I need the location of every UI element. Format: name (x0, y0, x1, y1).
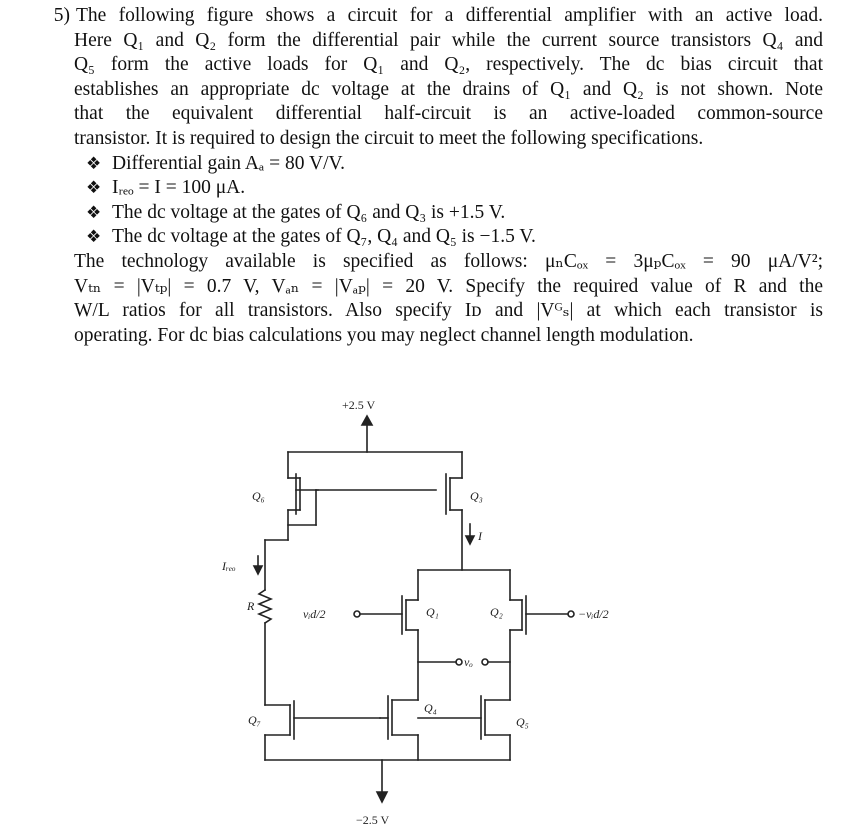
spec-item: ❖ The dc voltage at the gates of Q₆ and Q… (8, 201, 823, 226)
r-label: R (246, 599, 255, 613)
problem-line-2: Here Q₁ and Q₂ form the differential pai… (74, 29, 823, 51)
problem-line-4: establishes an appropriate dc voltage at… (74, 78, 823, 100)
spec-item: ❖ Differential gain Aₐ = 80 V/V. (8, 152, 823, 177)
iref-label: Iᵣₑₒ (221, 559, 236, 573)
problem-line-6: transistor. It is required to design the… (74, 127, 704, 149)
vss-arrow-icon (375, 759, 389, 804)
problem-line-3: Q₅ form the active loads for Q₁ and Q₂, … (74, 54, 823, 76)
tech-line-4: operating. For dc bias calculations you … (74, 324, 694, 346)
vo-label: vₒ (464, 655, 473, 669)
bullet-icon: ❖ (86, 178, 102, 198)
tech-line-2: Vₜₙ = |Vₜₚ| = 0.7 V, Vₐₙ = |Vₐₚ| = 20 V.… (74, 275, 823, 297)
r-resistor (256, 588, 274, 706)
bullet-icon: ❖ (86, 227, 102, 247)
problem-line-5: that the equivalent differential half-ci… (74, 103, 823, 125)
spec-vg-q6-q3: The dc voltage at the gates of Q₆ and Q₃… (112, 201, 506, 223)
q3-label: Q₃ (470, 489, 483, 503)
q4-transistor (379, 695, 419, 761)
q7-label: Q₇ (248, 713, 261, 727)
q1-label: Q₁ (426, 605, 439, 619)
q2-transistor (509, 595, 575, 701)
vdd-arrow-icon (360, 414, 374, 453)
q6-label: Q₆ (252, 489, 265, 503)
problem-text: 5) The following figure shows a circuit … (8, 4, 823, 348)
spec-gain: Differential gain Aₐ = 80 V/V. (112, 152, 345, 174)
spec-item: ❖ The dc voltage at the gates of Q₇, Q₄ a… (8, 225, 823, 250)
bullet-icon: ❖ (86, 202, 102, 222)
spec-item: ❖ Iᵣₑₒ = I = 100 μA. (8, 176, 823, 201)
q7-transistor (264, 700, 381, 761)
vin-pos-label: vᵢd/2 (303, 607, 326, 621)
q6-transistor (287, 473, 319, 541)
q5-label: Q₅ (516, 715, 529, 729)
tech-line-3: W/L ratios for all transistors. Also spe… (74, 300, 823, 322)
q2-label: Q₂ (490, 605, 503, 619)
i-label: I (477, 529, 483, 543)
spec-iref: Iᵣₑₒ = I = 100 μA. (112, 177, 246, 199)
tech-line-1: The technology available is specified as… (74, 250, 823, 272)
current-arrow-icon (464, 523, 476, 546)
spec-vg-q7-q4-q5: The dc voltage at the gates of Q₇, Q₄ an… (112, 226, 536, 248)
problem-line-1: The following figure shows a circuit for… (76, 5, 823, 26)
problem-number: 5) (53, 5, 70, 26)
q4-label: Q₄ (424, 701, 437, 715)
q5-transistor (417, 695, 511, 761)
bullet-icon: ❖ (86, 153, 102, 173)
vss-label: −2.5 V (356, 813, 390, 827)
vdd-label: +2.5 V (342, 398, 376, 412)
q3-transistor (445, 473, 463, 571)
iref-arrow-icon (252, 555, 264, 576)
vin-neg-label: −vᵢd/2 (578, 607, 609, 621)
q1-transistor (353, 595, 419, 701)
